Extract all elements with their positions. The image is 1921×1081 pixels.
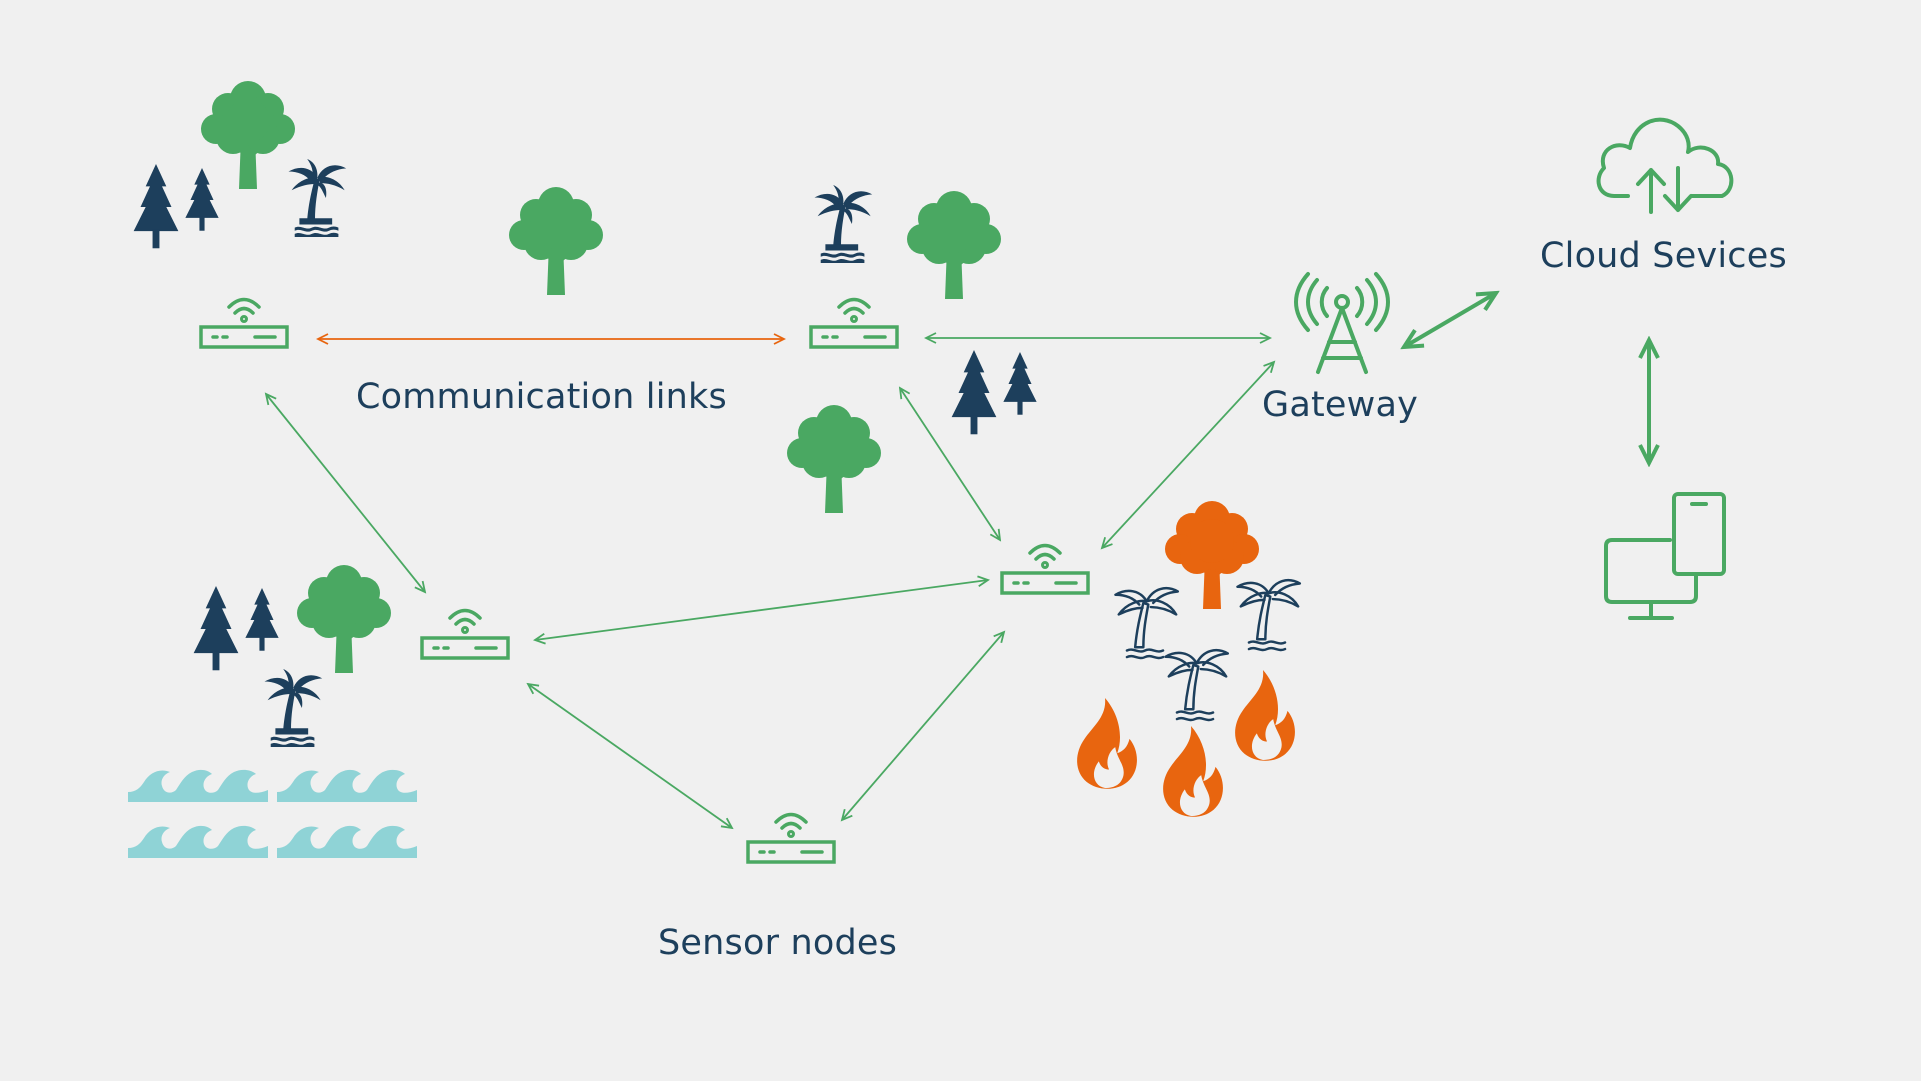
palm-island-icon bbox=[814, 185, 873, 263]
wave-icon bbox=[277, 825, 417, 858]
forest-cluster-top-middle bbox=[787, 185, 1037, 513]
pine-tree-icon bbox=[185, 168, 219, 231]
pine-tree-icon bbox=[193, 586, 239, 671]
antenna-tower-icon bbox=[1294, 272, 1390, 374]
link-node5-node4 bbox=[842, 632, 1004, 820]
wildfire-cluster bbox=[1077, 501, 1302, 817]
wave-icon bbox=[128, 825, 268, 858]
pine-tree-icon bbox=[245, 588, 279, 651]
router-wifi-icon bbox=[746, 812, 836, 864]
flame-icon bbox=[1163, 726, 1223, 817]
desktop-phone-icon bbox=[1604, 492, 1726, 620]
communication-links-label: Communication links bbox=[356, 377, 727, 417]
cloud-services-label: Cloud Sevices bbox=[1540, 236, 1787, 276]
router-wifi-icon bbox=[1000, 543, 1090, 595]
link-gateway-cloud bbox=[1404, 293, 1496, 347]
sensor-nodes-label: Sensor nodes bbox=[658, 923, 898, 963]
tree-icon bbox=[907, 191, 1001, 299]
wave-icon bbox=[128, 769, 268, 802]
pine-tree-icon bbox=[951, 350, 997, 435]
tree-icon bbox=[1165, 501, 1259, 609]
link-node3-node5 bbox=[528, 684, 732, 828]
pine-tree-icon bbox=[1003, 352, 1037, 415]
cloud-sync-icon bbox=[1596, 117, 1734, 214]
coast-cluster-bottom-left bbox=[128, 565, 417, 858]
flame-icon bbox=[1235, 670, 1295, 761]
wave-icon bbox=[277, 769, 417, 802]
palm-island-icon bbox=[288, 159, 347, 237]
link-gateway-node4 bbox=[1102, 362, 1274, 548]
communication-links bbox=[266, 338, 1274, 828]
pine-tree-icon bbox=[133, 164, 179, 249]
flame-icon bbox=[1077, 698, 1137, 789]
tree-icon bbox=[201, 81, 295, 189]
palm-outline-icon bbox=[1236, 578, 1302, 652]
tree-icon bbox=[297, 565, 391, 673]
tree-icon bbox=[509, 187, 603, 295]
palm-outline-icon bbox=[1114, 586, 1180, 660]
palm-island-icon bbox=[264, 669, 323, 747]
palm-outline-icon bbox=[1164, 648, 1230, 722]
router-wifi-icon bbox=[199, 297, 289, 349]
router-wifi-icon bbox=[809, 297, 899, 349]
gateway-label: Gateway bbox=[1262, 385, 1419, 425]
tree-icon bbox=[787, 405, 881, 513]
link-node2-node4 bbox=[900, 388, 1000, 540]
router-wifi-icon bbox=[420, 608, 510, 660]
link-node1-node3 bbox=[266, 394, 425, 592]
link-node3-node4 bbox=[535, 580, 988, 640]
forest-cluster-top-left bbox=[133, 81, 347, 249]
